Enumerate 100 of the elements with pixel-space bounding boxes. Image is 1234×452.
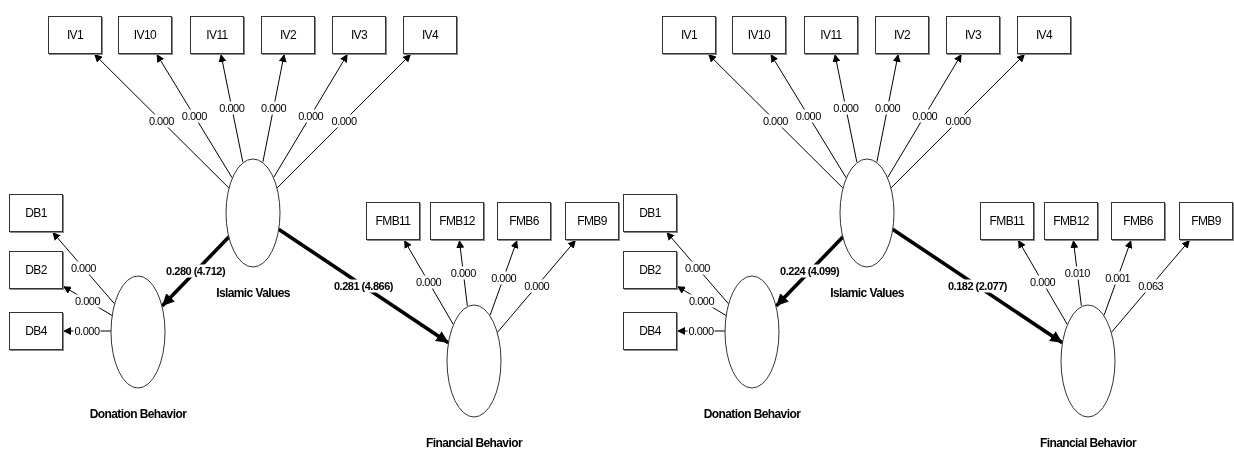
- indicator-box: [623, 194, 677, 232]
- indicator-label: DB4: [25, 324, 47, 338]
- indicator-label: IV4: [421, 28, 439, 42]
- indicator-box: [1179, 202, 1233, 240]
- arrow: [276, 53, 412, 189]
- indicator-label: DB2: [639, 263, 661, 277]
- edge-label: 0.000: [490, 271, 518, 285]
- indicator-label: IV10: [133, 28, 157, 42]
- variable-label: Financial Behavior: [1039, 436, 1138, 450]
- indicator-label: DB1: [25, 206, 47, 220]
- edge-label: 0.000: [260, 101, 288, 115]
- arrow: [1111, 239, 1191, 333]
- edge-label: 0.000: [330, 114, 358, 128]
- variable-label: Donation Behavior: [702, 407, 802, 421]
- indicator-label: IV3: [350, 28, 368, 42]
- edge-label: 0.281 (4.866): [333, 279, 394, 293]
- indicator-label: FMB6: [1123, 214, 1153, 228]
- edge-label: 0.000: [794, 109, 822, 123]
- edge-label: 0.010: [1063, 266, 1091, 280]
- indicator-box: [403, 16, 457, 54]
- indicator-label: IV10: [747, 28, 771, 42]
- indicator-box: [1111, 202, 1165, 240]
- edge-label: 0.000: [683, 261, 711, 275]
- indicator-box: [980, 202, 1034, 240]
- arrow: [707, 53, 844, 189]
- indicator-box: [946, 16, 1000, 54]
- arrow: [497, 239, 577, 333]
- indicator-box: [804, 16, 858, 54]
- indicator-label: DB1: [639, 206, 661, 220]
- variable-label: Financial Behavior: [425, 436, 524, 450]
- indicator-box: [1044, 202, 1098, 240]
- edge-label: 0.000: [218, 101, 246, 115]
- arrow: [891, 227, 1064, 345]
- indicator-box: [662, 16, 716, 54]
- edge-label: 0.000: [449, 266, 477, 280]
- edge-label: 0.000: [147, 114, 175, 128]
- variable-label: Islamic Values: [215, 286, 291, 300]
- arrow: [887, 53, 963, 178]
- indicator-label: FMB6: [509, 214, 539, 228]
- edge-label: 0.000: [911, 109, 939, 123]
- edge-label: 0.000: [69, 261, 97, 275]
- indicator-box: [332, 16, 386, 54]
- edge-label: 0.000: [523, 279, 551, 293]
- edge-label: 0.000: [761, 114, 789, 128]
- indicator-label: IV4: [1035, 28, 1053, 42]
- edge-label: 0.224 (4.099): [779, 264, 841, 278]
- arrow: [277, 227, 450, 345]
- indicator-box: [1017, 16, 1071, 54]
- indicator-box: [875, 16, 929, 54]
- edge-label: 0.000: [874, 101, 902, 115]
- indicator-box: [623, 312, 677, 350]
- edge-label: 0.000: [415, 275, 443, 289]
- edge-label: 0.063: [1137, 279, 1165, 293]
- indicator-box: [190, 16, 244, 54]
- arrow: [156, 53, 233, 179]
- indicator-box: [565, 202, 619, 240]
- indicator-label: IV2: [279, 28, 297, 42]
- indicator-box: [261, 16, 315, 54]
- arrow: [890, 53, 1026, 189]
- indicator-label: IV1: [66, 28, 84, 42]
- indicator-label: FMB12: [439, 214, 475, 228]
- edge-label: 0.280 (4.712): [165, 264, 227, 278]
- indicator-label: IV11: [820, 28, 842, 42]
- indicator-label: IV3: [964, 28, 982, 42]
- indicator-box: [732, 16, 786, 54]
- indicator-label: FMB11: [989, 214, 1025, 228]
- indicator-box: [9, 194, 63, 232]
- indicator-label: FMB12: [1053, 214, 1089, 228]
- indicator-label: DB2: [25, 263, 47, 277]
- edge-label: 0.000: [944, 114, 972, 128]
- variable-label: Donation Behavior: [88, 407, 188, 421]
- edge-label: 0.000: [73, 324, 101, 338]
- arrow: [770, 53, 847, 179]
- indicator-box: [366, 202, 420, 240]
- indicator-label: IV1: [680, 28, 698, 42]
- indicator-box: [497, 202, 551, 240]
- edge-label: 0.182 (2.077): [947, 279, 1008, 293]
- indicator-label: IV11: [206, 28, 228, 42]
- indicator-label: FMB9: [577, 214, 607, 228]
- edge-label: 0.001: [1104, 271, 1132, 285]
- edge-label: 0.000: [297, 109, 325, 123]
- arrow: [93, 53, 230, 189]
- indicator-box: [9, 251, 63, 289]
- indicator-box: [9, 312, 63, 350]
- indicator-box: [430, 202, 484, 240]
- arrow: [273, 53, 349, 178]
- variable-label: Islamic Values: [829, 286, 905, 300]
- indicator-box: [623, 251, 677, 289]
- indicator-label: FMB11: [375, 214, 411, 228]
- indicator-box: [48, 16, 102, 54]
- indicator-label: DB4: [639, 324, 661, 338]
- indicator-label: FMB9: [1191, 214, 1221, 228]
- edge-label: 0.000: [1029, 275, 1057, 289]
- edge-label: 0.000: [687, 324, 715, 338]
- indicator-box: [118, 16, 172, 54]
- edge-label: 0.000: [688, 294, 716, 308]
- indicator-label: IV2: [893, 28, 911, 42]
- edge-label: 0.000: [180, 109, 208, 123]
- edge-label: 0.000: [832, 101, 860, 115]
- edge-label: 0.000: [74, 294, 102, 308]
